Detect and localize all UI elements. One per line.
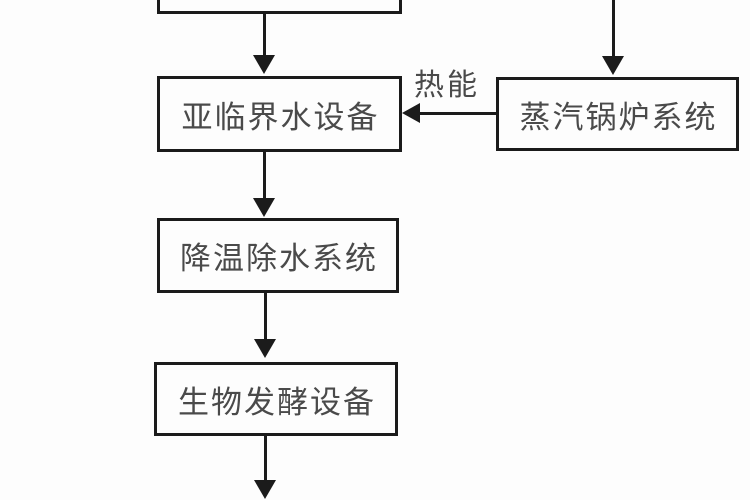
node-label: 蒸汽锅炉系统 bbox=[519, 99, 718, 135]
arrow-down-icon bbox=[254, 339, 276, 358]
connector-line-boiler-to-subcritical bbox=[420, 112, 497, 115]
arrow-down-icon bbox=[602, 56, 624, 75]
connector-line-subcritical-to-cooling bbox=[263, 152, 266, 199]
node-subcritical-water-equipment: 亚临界水设备 bbox=[157, 76, 402, 152]
connector-line-top-to-boiler bbox=[612, 0, 615, 57]
arrow-down-icon bbox=[253, 198, 275, 217]
node-bio-fermentation-equipment: 生物发酵设备 bbox=[154, 362, 398, 436]
node-steam-boiler-system: 蒸汽锅炉系统 bbox=[496, 77, 739, 151]
connector-line-cooling-to-fermentation bbox=[264, 293, 267, 339]
arrow-left-icon bbox=[402, 103, 420, 123]
node-cooling-dewatering-system: 降温除水系统 bbox=[157, 218, 399, 293]
edge-label-heat-energy: 热能 bbox=[414, 69, 480, 102]
arrow-down-icon bbox=[253, 55, 275, 74]
arrow-down-icon bbox=[254, 480, 276, 499]
node-label: 降温除水系统 bbox=[180, 241, 378, 276]
node-label: 生物发酵设备 bbox=[178, 384, 376, 420]
connector-line-top-to-subcritical bbox=[263, 14, 266, 57]
node-top-partial bbox=[157, 0, 402, 14]
node-label: 亚临界水设备 bbox=[181, 99, 380, 135]
connector-line-fermentation-to-bottom bbox=[264, 436, 267, 481]
